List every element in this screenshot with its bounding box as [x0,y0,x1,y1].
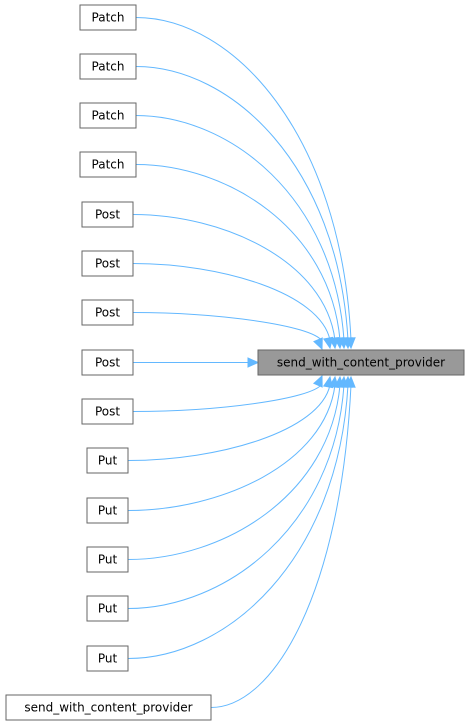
caller-node-label: Put [98,504,118,518]
caller-node-box[interactable] [79,4,137,31]
target-node-label: send_with_content_provider [277,356,445,370]
edge-12 [127,384,341,560]
edge-arrowhead-8 [247,357,260,368]
caller-node-box[interactable] [79,102,137,129]
edge-1 [135,17,352,341]
caller-node-11[interactable]: Put [86,497,129,524]
caller-node-15[interactable]: send_with_content_provider [5,694,212,721]
caller-node-box[interactable] [81,250,134,277]
caller-node-14[interactable]: Put [86,645,129,672]
target-node-box[interactable] [257,349,465,376]
nodes-layer: send_with_content_provider PatchPatchPat… [5,4,465,721]
caller-node-box[interactable] [81,299,134,326]
caller-node-label: Post [95,257,120,271]
caller-node-box[interactable] [81,201,134,228]
caller-node-7[interactable]: Post [81,299,134,326]
caller-node-label: Post [95,208,120,222]
caller-node-box[interactable] [86,595,129,622]
caller-node-label: send_with_content_provider [24,701,192,715]
edge-14 [127,384,349,659]
caller-node-box[interactable] [5,694,212,721]
edge-7 [132,312,323,342]
caller-node-box[interactable] [86,546,129,573]
caller-node-label: Post [95,405,120,419]
caller-node-box[interactable] [81,398,134,425]
edge-11 [127,384,336,511]
caller-node-1[interactable]: Patch [79,4,137,31]
caller-node-label: Post [95,306,120,320]
caller-node-10[interactable]: Put [86,447,129,474]
caller-node-label: Put [98,602,118,616]
edge-4 [135,164,341,341]
edge-arrowhead-7 [313,337,323,351]
caller-node-box[interactable] [86,645,129,672]
edges-layer [127,17,356,708]
caller-node-8[interactable]: Post [81,349,134,376]
caller-node-label: Patch [92,158,125,172]
edge-9 [132,383,323,412]
caller-node-3[interactable]: Patch [79,102,137,129]
edge-15 [210,384,352,708]
edge-arrowhead-9 [312,374,323,388]
caller-node-label: Post [95,356,120,370]
edge-10 [127,384,331,461]
edge-3 [135,115,345,341]
caller-node-label: Patch [92,11,125,25]
edge-6 [132,263,331,341]
edge-2 [135,66,349,341]
caller-node-5[interactable]: Post [81,201,134,228]
edge-13 [127,384,345,609]
caller-node-13[interactable]: Put [86,595,129,622]
edge-arrowhead-15 [345,375,356,388]
caller-node-box[interactable] [86,497,129,524]
caller-node-label: Put [98,652,118,666]
caller-node-label: Patch [92,60,125,74]
edge-5 [132,214,336,341]
caller-node-4[interactable]: Patch [79,151,137,178]
caller-node-box[interactable] [79,151,137,178]
caller-node-label: Put [98,454,118,468]
caller-node-box[interactable] [81,349,134,376]
caller-node-9[interactable]: Post [81,398,134,425]
target-node[interactable]: send_with_content_provider [257,349,465,376]
caller-node-box[interactable] [86,447,129,474]
caller-node-2[interactable]: Patch [79,53,137,80]
caller-node-12[interactable]: Put [86,546,129,573]
caller-node-label: Put [98,553,118,567]
caller-node-label: Patch [92,109,125,123]
caller-node-box[interactable] [79,53,137,80]
edge-arrowhead-6 [322,336,334,350]
caller-node-6[interactable]: Post [81,250,134,277]
